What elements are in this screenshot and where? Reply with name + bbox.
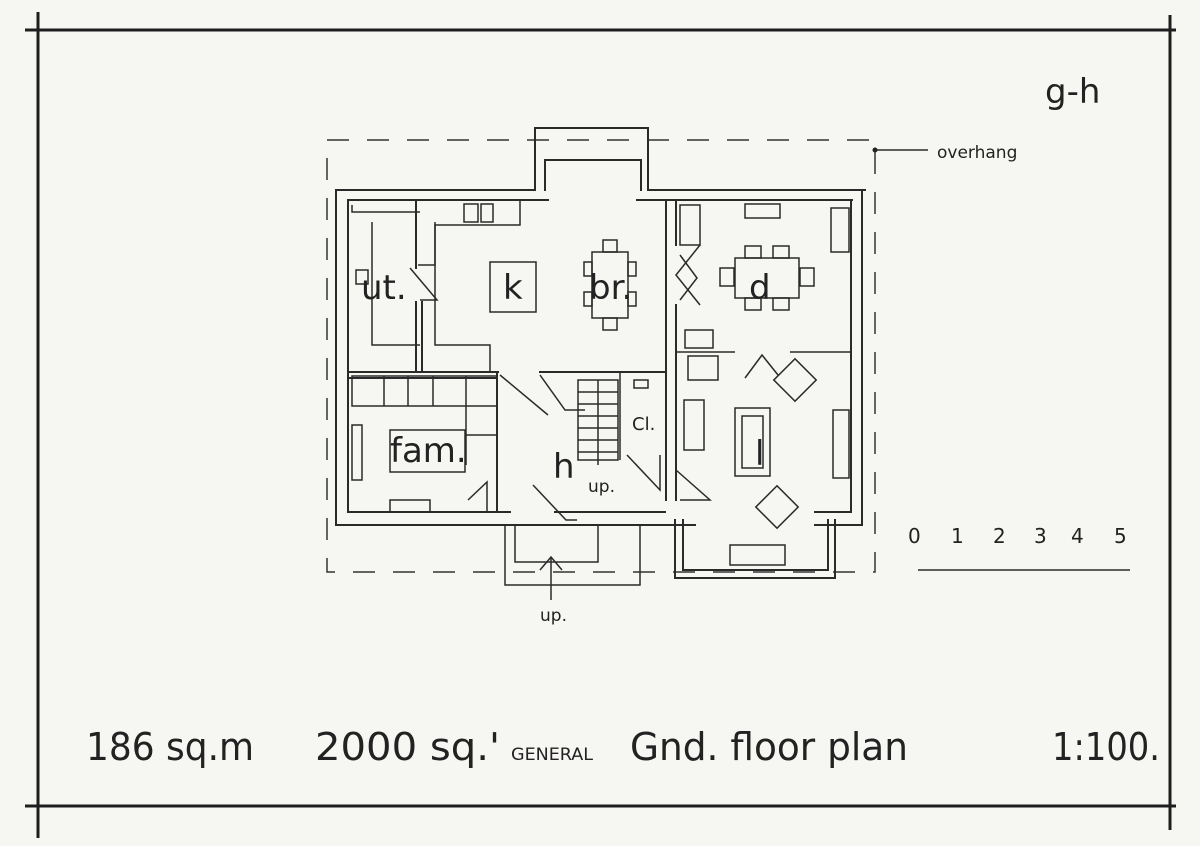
stair-up-label: up.: [588, 477, 615, 497]
scale-tick: 0: [908, 524, 921, 548]
furniture: [351, 203, 850, 566]
room-label-dining: d: [749, 268, 771, 308]
scale-tick: 3: [1034, 524, 1047, 548]
scale-tick: 2: [993, 524, 1006, 548]
sheet-id: g-h: [1045, 72, 1100, 112]
overhang-label: overhang: [937, 143, 1017, 163]
drawing-title: Gnd. floor plan: [630, 725, 908, 769]
category-label: GENERAL: [511, 745, 594, 765]
room-label-kitchen: k: [503, 268, 523, 308]
room-labels: ut. k br. d fam. h up. Cl. l up.: [361, 268, 771, 626]
overhang-outline: [326, 139, 928, 573]
entry-arrow-icon: [539, 555, 563, 600]
title-block: 186 sq.m 2000 sq.' GENERAL Gnd. floor pl…: [86, 725, 1160, 769]
scale-bar: 0 1 2 3 4 5: [908, 524, 1130, 571]
sheet-border: [25, 12, 1176, 838]
drawing-scale: 1:100.: [1052, 725, 1160, 769]
room-label-living: l: [755, 434, 764, 474]
area-imperial: 2000 sq.': [315, 725, 500, 769]
room-label-closet: Cl.: [632, 414, 655, 435]
scale-tick: 1: [951, 524, 964, 548]
room-label-hall: h: [553, 447, 575, 487]
room-label-utility: ut.: [361, 268, 407, 308]
walls: [335, 127, 866, 586]
area-metric: 186 sq.m: [86, 725, 254, 769]
scale-tick: 5: [1114, 524, 1127, 548]
entry-up-label: up.: [540, 606, 567, 626]
scale-tick: 4: [1071, 524, 1084, 548]
room-label-family: fam.: [390, 431, 467, 471]
room-label-breakfast: br.: [589, 268, 632, 308]
